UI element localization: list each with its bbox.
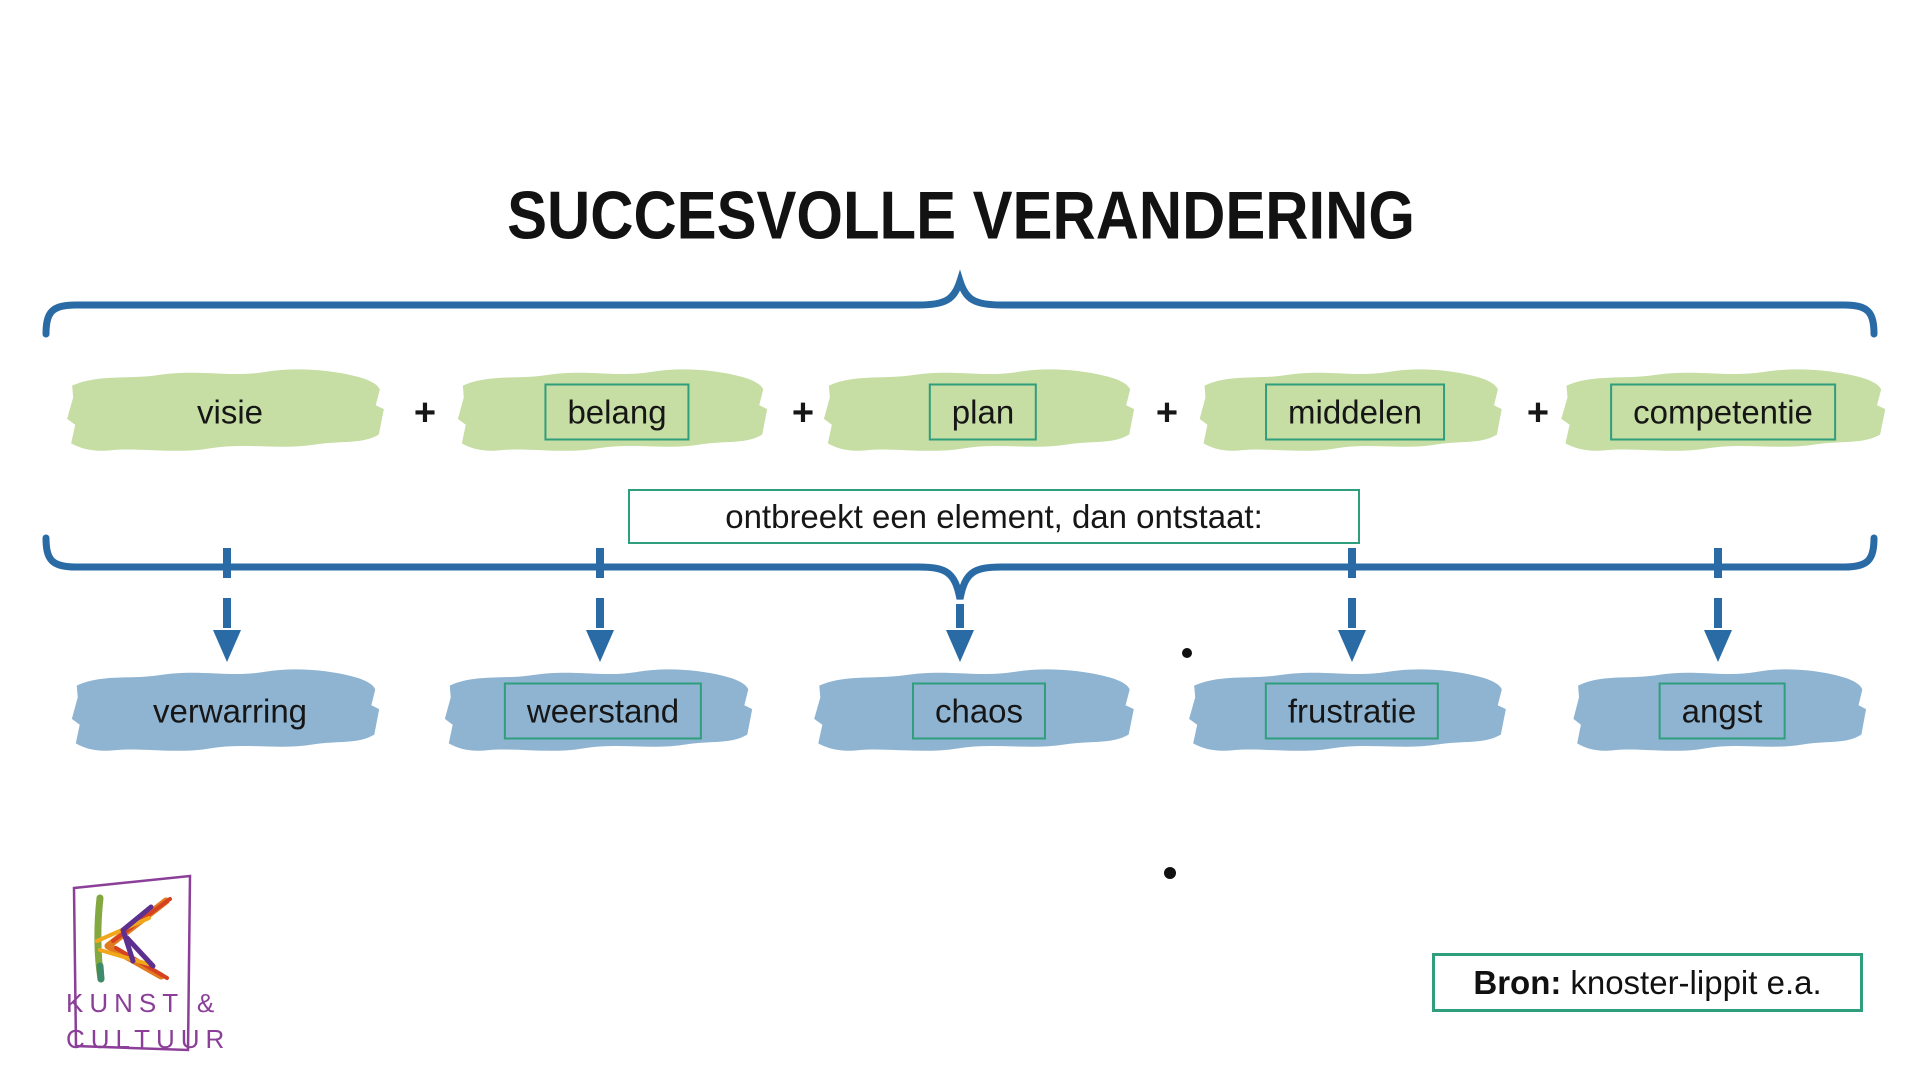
outcome-verwarring: verwarring: [152, 692, 308, 730]
plus-sign: +: [791, 392, 815, 434]
logo-k-stroke-yellow: [95, 916, 151, 966]
plus-sign: +: [413, 392, 437, 434]
logo-mark: [72, 874, 192, 1052]
element-visie: visie: [196, 393, 264, 431]
down-arrow-weerstand: [586, 548, 614, 662]
element-plan: plan: [928, 383, 1038, 441]
stray-dot: [1164, 867, 1176, 879]
plus-sign: +: [1526, 392, 1550, 434]
arrow-head: [1338, 630, 1366, 662]
missing-element-note: ontbreekt een element, dan ontstaat:: [628, 489, 1360, 544]
logo-k-stroke-purple: [120, 904, 156, 969]
down-arrow-verwarring: [213, 548, 241, 662]
logo-wordmark-line1: KUNST &: [66, 988, 221, 1018]
down-arrow-angst: [1704, 548, 1732, 662]
arrow-head: [946, 630, 974, 662]
logo-k-stroke-teal: [96, 962, 105, 983]
plus-sign: +: [1155, 392, 1179, 434]
down-arrow-frustratie: [1338, 548, 1366, 662]
stray-dot: [1182, 648, 1192, 658]
bottom-brace: [42, 534, 1878, 600]
page-title: SUCCESVOLLE VERANDERING: [507, 178, 1415, 254]
top-brace: [42, 269, 1878, 338]
arrow-head: [1704, 630, 1732, 662]
outcome-angst: angst: [1658, 682, 1786, 740]
down-arrow-chaos: [946, 604, 974, 662]
logo-frame: [72, 874, 192, 1052]
arrow-head: [213, 630, 241, 662]
element-belang: belang: [544, 383, 690, 441]
outcome-frustratie: frustratie: [1264, 682, 1440, 740]
source-box: Bron: knoster-lippit e.a.: [1432, 953, 1863, 1012]
arrow-head: [586, 630, 614, 662]
source-text: knoster-lippit e.a.: [1570, 963, 1822, 1001]
outcome-weerstand: weerstand: [503, 682, 703, 740]
element-middelen: middelen: [1265, 383, 1445, 441]
outcome-chaos: chaos: [911, 682, 1047, 740]
source-prefix: Bron:: [1473, 963, 1562, 1001]
element-competentie: competentie: [1610, 383, 1836, 441]
logo-wordmark-line2: CULTUUR: [66, 1024, 231, 1054]
